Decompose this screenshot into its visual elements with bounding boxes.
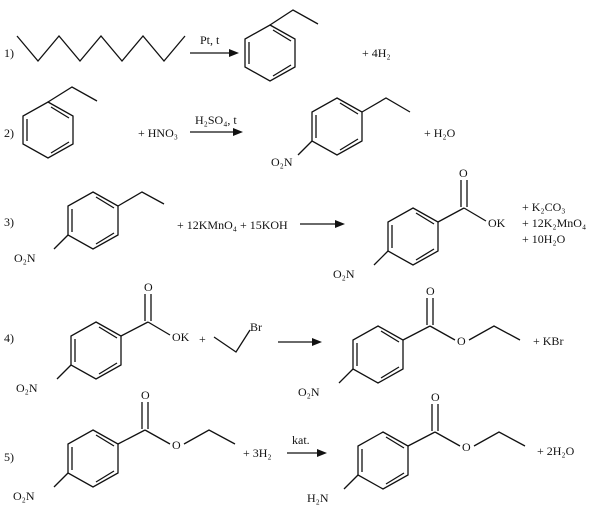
carbonyl-o-5b: O — [431, 390, 440, 404]
reaction-2: 2) + HNO₃ H₂SO₄, t O₂N + H₂O — [4, 86, 456, 169]
carbonyl-o-5a: O — [141, 388, 150, 402]
nitro-label-4a: O₂N — [16, 381, 38, 395]
reaction-1-arrow — [190, 49, 239, 57]
ok-label-4: OK — [172, 330, 190, 344]
ethyl-nitrobenzoate-product — [338, 298, 521, 384]
reaction-1-conditions: Pt, t — [200, 33, 220, 47]
ethylbenzene-reactant — [22, 86, 98, 159]
carbonyl-o-3: O — [459, 166, 468, 180]
reaction-2-byproduct: + H₂O — [424, 126, 456, 140]
ethylbenzene-product — [244, 9, 319, 82]
ester-o-5a: O — [172, 438, 181, 452]
reaction-2-reagent: + HNO₃ — [138, 126, 178, 140]
reaction-5: 5) O O O₂N + 3H₂ kat. — [4, 388, 575, 505]
ethyl-nitrobenzoate-reactant — [53, 402, 236, 488]
ester-o-5b: O — [462, 440, 471, 454]
reaction-4-number: 4) — [4, 331, 14, 345]
reaction-2-arrow — [190, 128, 243, 136]
potassium-nitrobenzoate-product — [373, 180, 487, 266]
octane-skeleton — [16, 34, 186, 63]
reaction-3-number: 3) — [4, 215, 14, 229]
nitroethylbenzene-reactant — [53, 191, 165, 250]
reaction-4-byproduct: + KBr — [533, 334, 563, 348]
reaction-4-plus: + — [199, 332, 206, 346]
reaction-4: 4) O OK O₂N + Br — [4, 280, 563, 399]
reaction-5-number: 5) — [4, 450, 14, 464]
reaction-2-number: 2) — [4, 126, 14, 140]
reaction-1-byproduct: + 4H₂ — [362, 46, 391, 60]
ethyl-bromide — [213, 329, 251, 353]
reaction-5-conditions: kat. — [292, 433, 310, 447]
carbonyl-o-4b: O — [426, 284, 435, 298]
reaction-5-arrow — [287, 449, 327, 457]
nitro-label-3b: O₂N — [333, 267, 355, 281]
potassium-nitrobenzoate-reactant — [56, 294, 171, 380]
reaction-3-byproduct-2: + 12K₂MnO₄ — [522, 216, 586, 230]
ester-o-4: O — [457, 334, 466, 348]
reaction-3: 3) O₂N + 12KMnO₄ + 15KOH O OK O — [4, 166, 586, 281]
amino-label: H₂N — [307, 491, 329, 505]
reaction-1-number: 1) — [4, 46, 14, 60]
reaction-5-byproduct: + 2H₂O — [537, 444, 575, 458]
nitro-label-4b: O₂N — [298, 385, 320, 399]
br-label: Br — [250, 320, 262, 334]
nitro-label-5: O₂N — [13, 489, 35, 503]
reaction-3-reagents: + 12KMnO₄ + 15KOH — [177, 218, 288, 232]
reaction-5-reagent: + 3H₂ — [243, 446, 272, 460]
nitro-label-2: O₂N — [271, 155, 293, 169]
ok-label-3: OK — [488, 216, 506, 230]
reaction-2-conditions: H₂SO₄, t — [195, 113, 237, 127]
reaction-4-arrow — [278, 338, 322, 346]
reaction-1: 1) Pt, t + 4H₂ — [4, 9, 391, 82]
carbonyl-o-4a: O — [144, 280, 153, 294]
reaction-3-byproduct-3: + 10H₂O — [522, 232, 566, 246]
nitro-label-3a: O₂N — [14, 251, 36, 265]
reaction-3-byproduct-1: + K₂CO₃ — [522, 200, 565, 214]
reaction-3-arrow — [300, 220, 345, 228]
nitroethylbenzene-product — [297, 97, 411, 156]
ethyl-aminobenzoate-product — [343, 404, 526, 490]
